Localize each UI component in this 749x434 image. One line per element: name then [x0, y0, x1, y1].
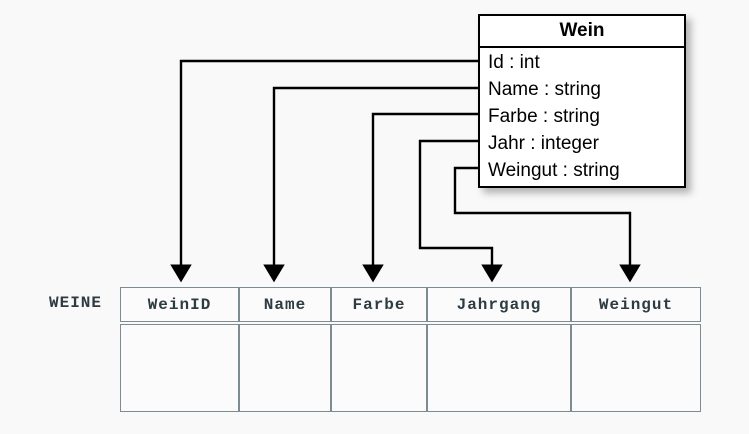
- table-cell-weingut: [571, 324, 701, 412]
- relational-table: WeinID Name Farbe Jahrgang Weingut: [120, 287, 701, 412]
- table-row: [120, 324, 701, 412]
- uml-attribute-jahr: Jahr : integer: [488, 133, 599, 154]
- connector-farbe-to-farbe: [362, 112, 478, 283]
- uml-attribute-name: Name : string: [488, 79, 601, 100]
- column-header-weingut: Weingut: [571, 287, 701, 322]
- table-cell-name: [239, 324, 331, 412]
- relational-table-name: WEINE: [49, 294, 103, 312]
- uml-attribute-id: Id : int: [488, 52, 540, 73]
- uml-class-box: Wein Id : int Name : string Farbe : stri…: [478, 14, 686, 188]
- connector-name-to-name: [263, 86, 478, 283]
- table-cell-jahrgang: [427, 324, 571, 412]
- column-header-weinid: WeinID: [120, 287, 239, 322]
- connector-id-to-weinid: [170, 59, 478, 283]
- table-header-row: WeinID Name Farbe Jahrgang Weingut: [120, 287, 701, 322]
- uml-attribute-list: Id : int Name : string Farbe : string Ja…: [480, 48, 684, 186]
- table-cell-farbe: [331, 324, 427, 412]
- uml-attribute-weingut: Weingut : string: [488, 160, 620, 181]
- column-header-jahrgang: Jahrgang: [427, 287, 571, 322]
- uml-attribute-farbe: Farbe : string: [488, 106, 600, 127]
- column-header-name: Name: [239, 287, 331, 322]
- column-header-farbe: Farbe: [331, 287, 427, 322]
- uml-class-name: Wein: [480, 16, 684, 48]
- table-cell-weinid: [120, 324, 239, 412]
